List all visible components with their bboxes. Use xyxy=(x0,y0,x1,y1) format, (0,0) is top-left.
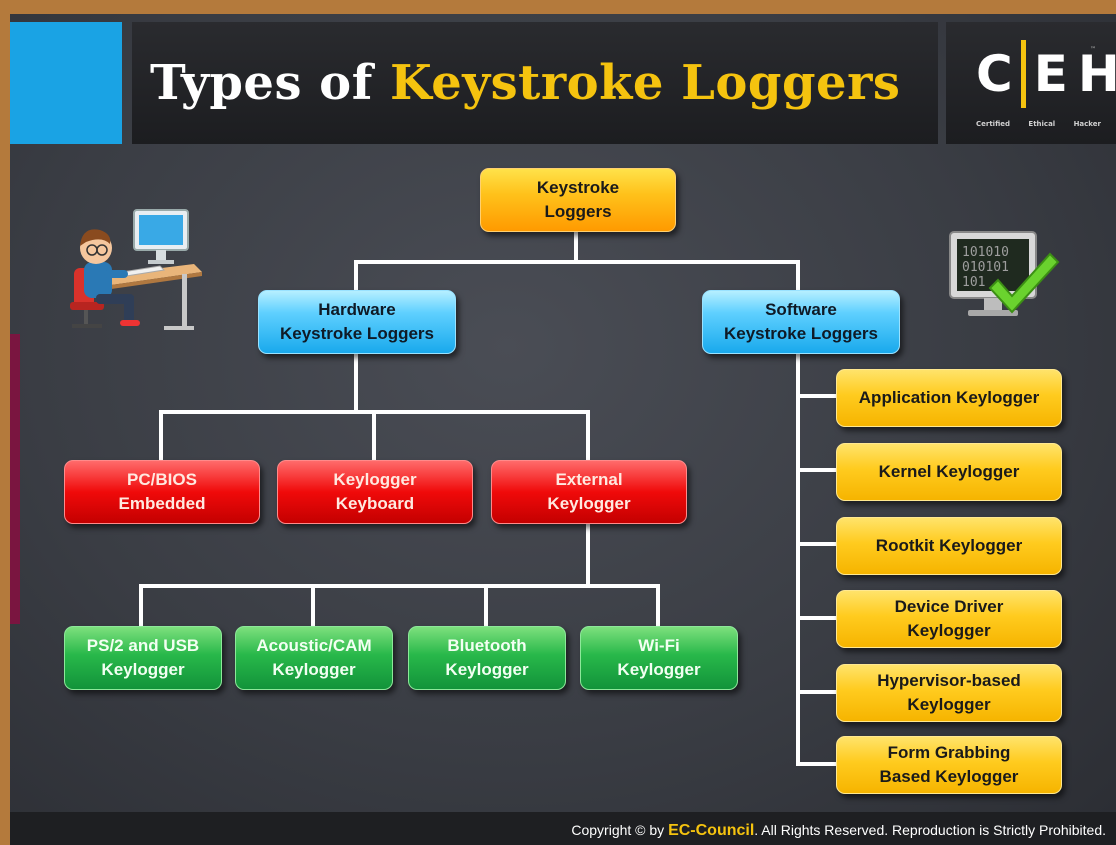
node-label: Keylogger xyxy=(272,660,356,679)
footer-bar xyxy=(10,812,1116,845)
node-label: Acoustic/CAM xyxy=(256,636,372,655)
node-label: Keystroke Loggers xyxy=(724,324,878,343)
node-label: Keylogger xyxy=(907,695,991,714)
node-label: Loggers xyxy=(544,202,612,221)
node-pc-bios-embedded: PC/BIOS Embedded xyxy=(64,460,260,524)
title-bar: Types of Keystroke Loggers xyxy=(132,22,938,144)
copyright-suffix: . All Rights Reserved. Reproduction is S… xyxy=(754,822,1106,838)
logo-bar xyxy=(1020,40,1026,108)
ceh-logo: C E H ™ Certified Ethical Hacker xyxy=(946,22,1116,144)
node-label: External xyxy=(555,470,623,489)
page-title: Types of Keystroke Loggers xyxy=(150,55,900,111)
node-label: Kernel Keylogger xyxy=(878,462,1020,481)
logo-tagline-word: Certified xyxy=(976,120,1011,128)
node-label: Keyboard xyxy=(335,494,415,513)
node-label: Hypervisor-based xyxy=(877,671,1021,690)
node-label: Based Keylogger xyxy=(879,767,1019,786)
node-device-driver-keylogger: Device Driver Keylogger xyxy=(836,590,1062,648)
logo-tagline-word: Hacker xyxy=(1073,120,1101,128)
node-bluetooth-keylogger: Bluetooth Keylogger xyxy=(408,626,566,690)
node-keystroke-loggers: Keystroke Loggers xyxy=(480,168,676,232)
node-label: Application Keylogger xyxy=(858,388,1040,407)
node-label: Bluetooth xyxy=(447,636,527,655)
slide: Types of Keystroke Loggers C E H ™ Certi… xyxy=(10,14,1116,845)
node-wifi-keylogger: Wi-Fi Keylogger xyxy=(580,626,738,690)
node-label: Keystroke Loggers xyxy=(280,324,434,343)
node-hypervisor-based-keylogger: Hypervisor-based Keylogger xyxy=(836,664,1062,722)
node-label: Rootkit Keylogger xyxy=(875,536,1023,555)
logo-letter-c: C xyxy=(976,45,1013,103)
monitor-checkmark-icon: 101010 010101 101 xyxy=(949,231,1060,316)
copyright-notice: Copyright © by EC-Council. All Rights Re… xyxy=(571,822,1106,840)
copyright-prefix: Copyright © by xyxy=(571,822,669,838)
logo-tagline-word: Ethical xyxy=(1028,120,1056,128)
tree-connectors xyxy=(139,230,838,766)
monitor-code-line: 101010 xyxy=(962,245,1009,260)
node-rootkit-keylogger: Rootkit Keylogger xyxy=(836,517,1062,575)
node-software-keystroke-loggers: Software Keystroke Loggers xyxy=(702,290,900,354)
node-external-keylogger: External Keylogger xyxy=(491,460,687,524)
node-label: Keylogger xyxy=(907,621,991,640)
edge-accent xyxy=(10,334,20,624)
logo-tagline: Certified Ethical Hacker xyxy=(976,120,1101,128)
node-label: Device Driver xyxy=(894,597,1004,616)
node-keylogger-keyboard: Keylogger Keyboard xyxy=(277,460,473,524)
logo-letter-h: H xyxy=(1077,45,1116,103)
brand-name: EC-Council xyxy=(668,822,755,839)
person-at-computer-icon xyxy=(70,209,202,330)
node-label: Keylogger xyxy=(101,660,185,679)
title-part-yellow: Keystroke Loggers xyxy=(390,55,901,111)
logo-trademark: ™ xyxy=(1090,46,1096,53)
logo-letter-e: E xyxy=(1033,45,1068,103)
node-label: Embedded xyxy=(118,494,206,513)
node-label: Keylogger xyxy=(547,494,631,513)
title-accent-block xyxy=(10,22,122,144)
node-label: Keylogger xyxy=(445,660,529,679)
node-label: Keylogger xyxy=(333,470,417,489)
node-application-keylogger: Application Keylogger xyxy=(836,369,1062,427)
node-label: Wi-Fi xyxy=(638,636,680,655)
node-label: PC/BIOS xyxy=(127,470,197,489)
node-label: Keylogger xyxy=(617,660,701,679)
node-label: Hardware xyxy=(318,300,396,319)
node-label: Software xyxy=(765,300,837,319)
monitor-code-line: 101 xyxy=(962,275,985,290)
title-part-white: Types of xyxy=(150,55,391,111)
node-hardware-keystroke-loggers: Hardware Keystroke Loggers xyxy=(258,290,456,354)
node-label: PS/2 and USB xyxy=(86,636,200,655)
node-kernel-keylogger: Kernel Keylogger xyxy=(836,443,1062,501)
node-label: Keystroke xyxy=(536,178,620,197)
node-ps2-usb-keylogger: PS/2 and USB Keylogger xyxy=(64,626,222,690)
node-label: Form Grabbing xyxy=(887,743,1011,762)
node-acoustic-cam-keylogger: Acoustic/CAM Keylogger xyxy=(235,626,393,690)
monitor-code-line: 010101 xyxy=(962,260,1009,275)
node-form-grabbing-keylogger: Form Grabbing Based Keylogger xyxy=(836,736,1062,794)
